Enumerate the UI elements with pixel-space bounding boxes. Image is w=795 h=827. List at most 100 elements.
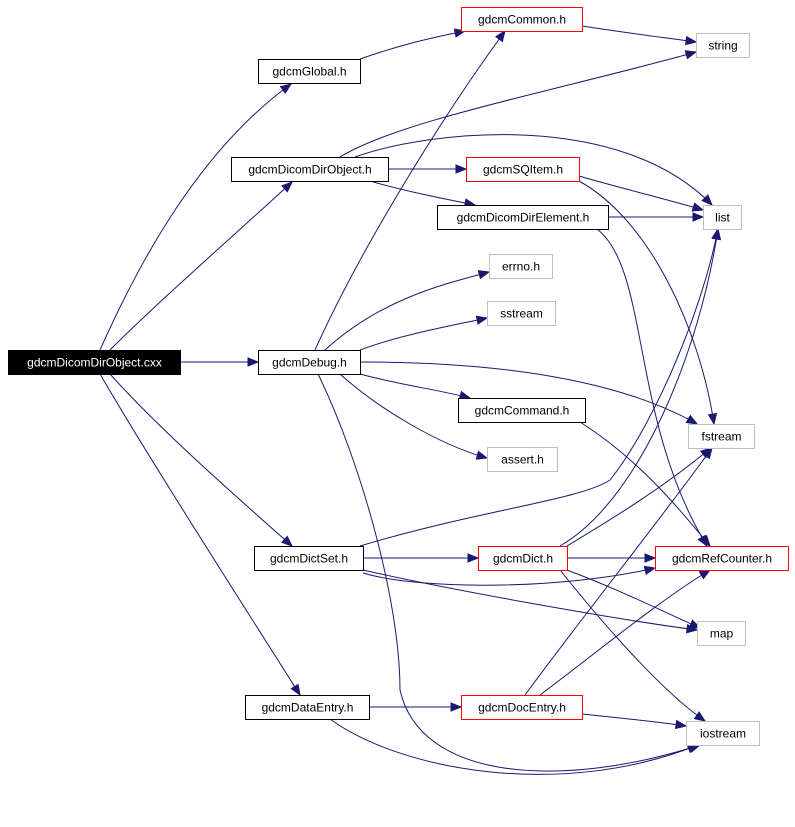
edge-line [566,569,701,629]
edge-direlement-to-list [608,212,705,222]
edge-line [581,25,697,43]
edges-layer [99,25,722,775]
node-box [437,205,609,230]
edge-line [359,317,488,351]
edge-docentry-to-fstream [524,446,713,696]
node-box [489,254,553,279]
node-label: gdcmDicomDirObject.cxx [27,356,162,370]
arrowhead [711,227,722,241]
node-box [686,721,760,746]
edge-line [359,373,471,399]
edge-line [559,569,706,722]
node-label: gdcmDicomDirObject.h [248,163,371,177]
node-box [696,33,750,58]
edge-line [109,373,293,547]
node-map: map [697,621,746,646]
node-box [258,350,361,375]
arrowhead [685,414,699,425]
edge-line [324,271,490,351]
edge-line [579,421,711,547]
arrowhead [477,270,491,280]
edge-docentry-to-refcounter [539,569,712,696]
node-dict[interactable]: gdcmDict.h [478,546,568,571]
edge-dictset-to-map [362,569,699,634]
node-box [461,7,583,32]
arrowhead [290,683,301,697]
node-debug[interactable]: gdcmDebug.h [258,350,361,375]
edge-line [109,181,293,351]
node-box [478,546,568,571]
node-dataentry[interactable]: gdcmDataEntry.h [245,695,370,720]
node-errno: errno.h [489,254,553,279]
node-box [458,398,586,423]
edge-dictset-to-dict [363,553,480,563]
node-label: gdcmDictSet.h [270,552,348,566]
edge-line [359,361,698,425]
node-box [655,546,789,571]
edge-dirobject-to-sqitem [388,164,468,174]
edge-line [596,228,708,547]
edge-root-to-dictset [109,373,294,547]
arrowhead [701,194,713,206]
node-box [245,695,370,720]
arrowhead [674,719,688,730]
arrowhead [455,164,468,174]
edge-sqitem-to-fstream [578,180,718,426]
edge-dict-to-iostream [559,569,707,722]
node-common[interactable]: gdcmCommon.h [461,7,583,32]
arrowhead [699,534,711,548]
edge-dirobject-to-list [354,134,713,206]
edge-debug-to-assert [339,373,489,460]
node-assert: assert.h [487,447,558,472]
arrowhead [684,50,698,60]
arrowhead [279,83,293,95]
node-label: gdcmDict.h [493,552,553,566]
node-box [703,205,742,230]
node-label: list [715,211,730,225]
edge-line [559,228,719,547]
node-sstream: sstream [487,301,556,326]
edge-dict-to-list [559,227,722,547]
edge-line [359,30,466,60]
node-root[interactable]: gdcmDicomDirObject.cxx [8,350,181,375]
edge-line [99,373,301,696]
arrowhead [693,711,707,722]
edge-dirobject-to-string [339,50,698,158]
edge-root-to-dataentry [99,373,301,697]
edge-common-to-string [581,25,698,46]
node-sqitem[interactable]: gdcmSQItem.h [466,157,580,182]
node-label: gdcmGlobal.h [272,65,346,79]
node-box [8,350,181,375]
node-docentry[interactable]: gdcmDocEntry.h [461,695,583,720]
arrowhead [281,181,293,193]
node-label: gdcmSQItem.h [483,163,563,177]
node-box [254,546,364,571]
edge-line [362,569,698,631]
arrowhead [475,450,489,460]
edge-line [524,447,713,696]
edge-debug-to-fstream [359,361,699,425]
node-label: map [710,627,734,641]
node-label: gdcmDocEntry.h [478,701,566,715]
node-box [231,157,389,182]
node-global[interactable]: gdcmGlobal.h [258,59,361,84]
node-label: errno.h [502,260,540,274]
node-dirobject[interactable]: gdcmDicomDirObject.h [231,157,389,182]
node-label: gdcmCommon.h [478,13,566,27]
node-box [466,157,580,182]
node-fstream: fstream [688,424,755,449]
node-direlement[interactable]: gdcmDicomDirElement.h [437,205,609,230]
node-refcounter[interactable]: gdcmRefCounter.h [655,546,789,571]
node-label: gdcmDicomDirElement.h [457,211,590,225]
node-dictset[interactable]: gdcmDictSet.h [254,546,364,571]
edge-line [329,718,699,775]
edge-line [539,569,711,696]
nodes-layer: gdcmDicomDirObject.cxx gdcmGlobal.h gdcmCo… [8,7,789,746]
node-label: gdcmRefCounter.h [672,552,772,566]
node-command[interactable]: gdcmCommand.h [458,398,586,423]
edge-dataentry-to-iostream [329,718,700,775]
node-label: fstream [701,430,741,444]
edge-dict-to-map [566,569,702,629]
node-box [688,424,755,449]
edge-debug-to-common [314,29,506,351]
